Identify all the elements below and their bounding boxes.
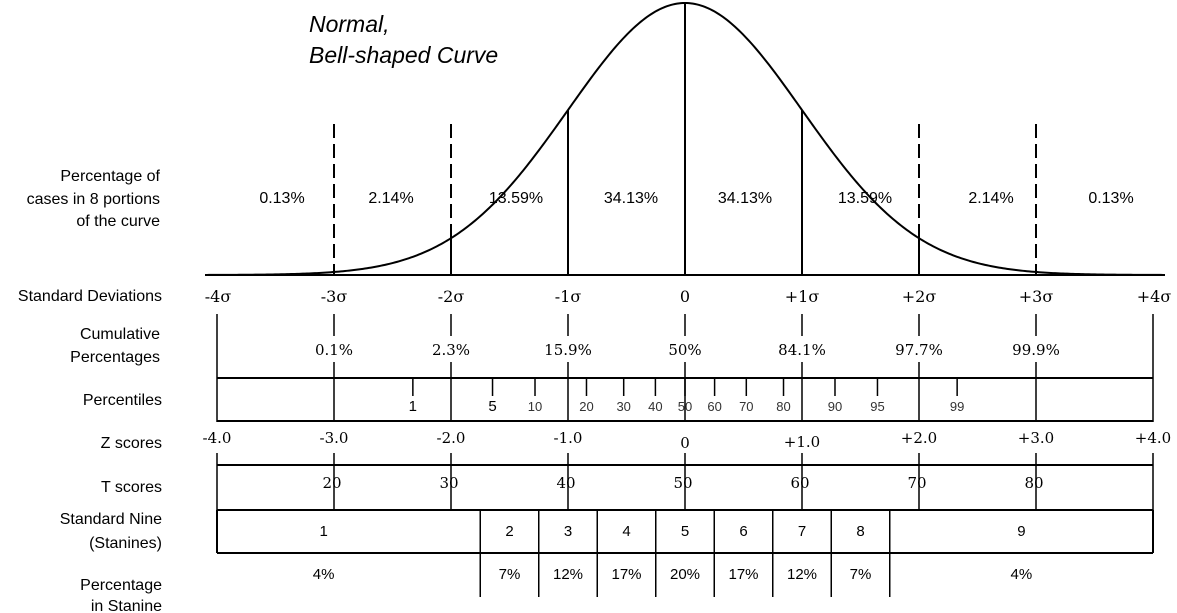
z-score-3: -1.0: [554, 429, 583, 447]
cumulative-3: 50%: [668, 341, 701, 359]
t-score-1: 30: [439, 474, 458, 492]
percentile-label-6: 50: [678, 399, 692, 414]
stanine-label-6: 7: [798, 523, 806, 540]
sd-label-6: +2σ: [902, 287, 937, 306]
row-labels: Percentage of cases in 8 portions of the…: [18, 168, 162, 613]
label-z-scores: Z scores: [101, 435, 162, 452]
label-cumulative-2: Percentages: [70, 349, 160, 366]
z-score-1: -3.0: [320, 429, 349, 447]
label-percentage-cases-3: of the curve: [76, 213, 160, 230]
label-cumulative-1: Cumulative: [80, 326, 160, 343]
title-line-2: Bell-shaped Curve: [309, 42, 498, 68]
cumulative-1: 2.3%: [432, 341, 470, 359]
portion-6: 2.14%: [968, 190, 1013, 207]
stanine-percent-4: 20%: [670, 566, 700, 583]
t-score-3: 50: [673, 474, 692, 492]
percentile-label-8: 70: [739, 399, 753, 414]
diagram-content: 0.13% 2.14% 13.59% 34.13% 34.13% 13.59% 2.14% 0…: [203, 1, 1172, 597]
cumulative-2: 15.9%: [544, 341, 592, 359]
z-score-8: +4.0: [1135, 429, 1171, 447]
label-percentage-stanine-2: in Stanine: [91, 598, 162, 613]
sd-label-5: +1σ: [785, 287, 820, 306]
z-score-4: 0: [680, 434, 690, 452]
sd-label-3: -1σ: [555, 287, 582, 306]
sd-label-7: +3σ: [1019, 287, 1054, 306]
sd-label-1: -3σ: [321, 287, 348, 306]
percentile-label-7: 60: [707, 399, 721, 414]
portion-4: 34.13%: [718, 190, 772, 207]
stanine-percent-8: 4%: [1011, 566, 1033, 583]
stanine-label-5: 6: [739, 523, 747, 540]
portion-5: 13.59%: [838, 190, 892, 207]
t-score-0: 20: [322, 474, 341, 492]
stanine-label-1: 2: [505, 523, 513, 540]
label-stanine-2: (Stanines): [89, 535, 162, 552]
stanine-percent-2: 12%: [553, 566, 583, 583]
percentile-label-2: 10: [528, 399, 542, 414]
z-score-5: +1.0: [784, 433, 820, 451]
cumulative-5: 97.7%: [895, 341, 943, 359]
label-percentage-cases-2: cases in 8 portions: [27, 191, 160, 208]
stanine-label-3: 4: [622, 523, 630, 540]
label-stanine-1: Standard Nine: [60, 511, 162, 528]
percentile-label-0: 1: [409, 398, 417, 415]
stanine-percent-1: 7%: [499, 566, 521, 583]
t-score-5: 70: [907, 474, 926, 492]
label-percentage-cases-1: Percentage of: [60, 168, 160, 185]
stanine-percent-7: 7%: [850, 566, 872, 583]
percentile-label-12: 99: [950, 399, 964, 414]
t-score-2: 40: [556, 474, 575, 492]
percentile-label-4: 30: [616, 399, 630, 414]
sd-label-4: 0: [680, 287, 690, 306]
cumulative-6: 99.9%: [1012, 341, 1060, 359]
stanine-percent-3: 17%: [611, 566, 641, 583]
stanine-percent-5: 17%: [728, 566, 758, 583]
percentile-label-5: 40: [648, 399, 662, 414]
t-score-6: 80: [1024, 474, 1043, 492]
percentile-label-10: 90: [828, 399, 842, 414]
t-score-4: 60: [790, 474, 809, 492]
percentile-label-11: 95: [870, 399, 884, 414]
stanine-label-4: 5: [681, 523, 689, 540]
cumulative-4: 84.1%: [778, 341, 826, 359]
stanine-label-8: 9: [1017, 523, 1025, 540]
stanine-label-0: 1: [319, 523, 327, 540]
stanine-label-7: 8: [856, 523, 864, 540]
portion-2: 13.59%: [489, 190, 543, 207]
label-t-scores: T scores: [101, 479, 162, 496]
portion-3: 34.13%: [604, 190, 658, 207]
stanine-percent-6: 12%: [787, 566, 817, 583]
title-line-1: Normal,: [309, 11, 390, 37]
stanine-label-2: 3: [564, 523, 572, 540]
sd-label-2: -2σ: [438, 287, 465, 306]
portion-1: 2.14%: [368, 190, 413, 207]
sd-label-0: -4σ: [205, 287, 232, 306]
sd-label-8: +4σ: [1137, 287, 1172, 306]
portion-7: 0.13%: [1088, 190, 1133, 207]
z-score-2: -2.0: [437, 429, 466, 447]
percentile-label-9: 80: [776, 399, 790, 414]
label-percentage-stanine-1: Percentage: [80, 577, 162, 594]
percentile-label-3: 20: [579, 399, 593, 414]
label-percentiles: Percentiles: [83, 392, 162, 409]
z-score-0: -4.0: [203, 429, 232, 447]
z-score-7: +3.0: [1018, 429, 1054, 447]
cumulative-0: 0.1%: [315, 341, 353, 359]
z-score-6: +2.0: [901, 429, 937, 447]
label-standard-deviations: Standard Deviations: [18, 288, 162, 305]
stanine-percent-0: 4%: [313, 566, 335, 583]
portion-0: 0.13%: [259, 190, 304, 207]
percentile-label-1: 5: [488, 398, 496, 415]
